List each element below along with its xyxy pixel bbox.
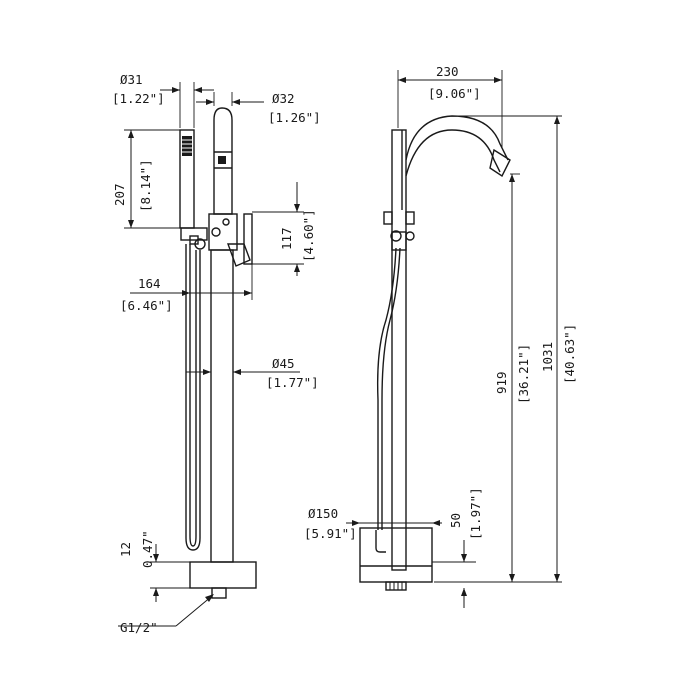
dim-45-mm: Ø45 bbox=[272, 356, 295, 371]
dim-12-mm: 12 bbox=[118, 542, 133, 557]
thread-leader bbox=[118, 594, 214, 627]
dim-column-diameter bbox=[186, 369, 300, 375]
dim-45-in: [1.77"] bbox=[266, 375, 319, 390]
dim-32-in: [1.26"] bbox=[268, 110, 321, 125]
dim-50-mm: 50 bbox=[448, 513, 463, 528]
spout-front bbox=[213, 107, 233, 215]
dim-12-in: 0.47" bbox=[140, 530, 155, 568]
dim-50-in: [1.97"] bbox=[468, 487, 483, 540]
dim-230-in: [9.06"] bbox=[428, 86, 481, 101]
mixer-body bbox=[208, 213, 238, 251]
side-hose bbox=[376, 247, 397, 530]
hand-shower bbox=[179, 129, 195, 229]
front-view: Ø31 [1.22"] Ø32 [1.26"] 207 [8.14"] bbox=[112, 72, 321, 635]
dim-32-mm: Ø32 bbox=[272, 91, 295, 106]
dim-1031-in: [40.63"] bbox=[562, 324, 577, 384]
spout-outlet bbox=[489, 148, 511, 178]
dim-base-diameter bbox=[346, 520, 442, 526]
inlet-thread bbox=[211, 587, 227, 599]
dim-919-in: [36.21"] bbox=[516, 344, 531, 404]
dim-164-mm: 164 bbox=[138, 276, 161, 291]
dim-31-mm: Ø31 bbox=[120, 72, 143, 87]
dim-117-mm: 117 bbox=[279, 227, 294, 250]
dim-150-mm: Ø150 bbox=[308, 506, 338, 521]
hand-shower-head-icon bbox=[182, 136, 192, 156]
thread-label: G1/2" bbox=[120, 620, 158, 635]
lever-handle bbox=[227, 243, 251, 267]
dim-919-mm: 919 bbox=[494, 371, 509, 394]
dim-150-in: [5.91"] bbox=[304, 526, 357, 541]
dim-base-thickness bbox=[150, 544, 190, 602]
hose-inner bbox=[189, 244, 197, 547]
dim-total-height bbox=[452, 115, 562, 583]
side-column bbox=[391, 129, 407, 571]
dim-117-in: [4.60"] bbox=[301, 209, 316, 262]
side-inlet bbox=[385, 581, 407, 591]
dim-handle-reach bbox=[130, 252, 253, 300]
side-base bbox=[359, 527, 433, 583]
dim-1031-mm: 1031 bbox=[540, 342, 555, 372]
hose bbox=[185, 244, 201, 551]
base bbox=[189, 561, 257, 589]
dim-hand-shower-height bbox=[124, 129, 180, 229]
dim-207-in: [8.14"] bbox=[138, 159, 153, 212]
spout-arc-inner bbox=[405, 129, 501, 177]
dim-outlet-height bbox=[434, 173, 520, 583]
main-column bbox=[210, 249, 234, 563]
dim-207-mm: 207 bbox=[112, 183, 127, 206]
dim-230-mm: 230 bbox=[436, 64, 459, 79]
dim-spout-reach bbox=[397, 70, 503, 148]
dim-hand-shower-diameter bbox=[160, 82, 214, 128]
dim-spout-diameter bbox=[196, 92, 264, 106]
dim-164-in: [6.46"] bbox=[120, 298, 173, 313]
side-view: 230 [9.06"] 919 [36.21"] 1031 [40.63"] bbox=[304, 64, 577, 608]
hand-shower-holder bbox=[180, 227, 208, 241]
dim-31-in: [1.22"] bbox=[112, 91, 165, 106]
dim-handle-height bbox=[252, 182, 304, 276]
side-hose-inner bbox=[381, 247, 401, 530]
dim-base-height bbox=[432, 540, 476, 608]
